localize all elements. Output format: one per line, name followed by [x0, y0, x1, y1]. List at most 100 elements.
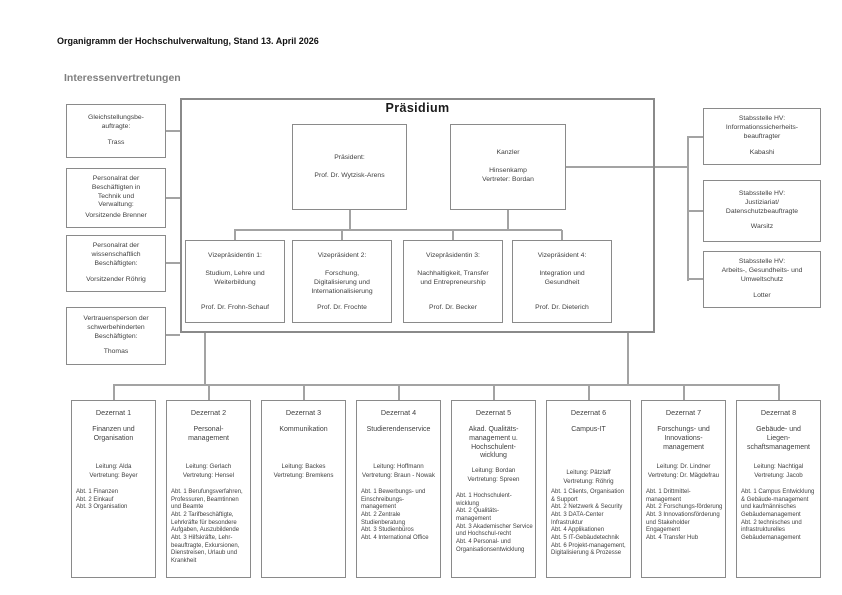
dezernat-abteilungen: Abt. 1 Drittmittel-management Abt. 2 For… — [646, 489, 723, 542]
connector-line — [688, 136, 703, 138]
connector-line — [507, 210, 509, 230]
box-vizepraesident-2: Vizepräsident 2: Forschung, Digitalisier… — [292, 240, 392, 323]
vertretung-line: Vertretung: Hensel — [182, 471, 235, 479]
bereich-label: Forschung, Digitalisierung und Internati… — [311, 269, 373, 295]
box-stabsstelle-arbeitsschutz: Stabsstelle HV: Arbeits-, Gesundheits- u… — [703, 251, 821, 308]
person-name: Vorsitzende Brenner — [85, 212, 147, 220]
box-title: Vertrauensperson der schwerbehinderten B… — [83, 314, 149, 340]
dezernat-leitung-block: Leitung: Bordan Vertretung: Spreen — [454, 467, 533, 484]
connector-line — [341, 230, 343, 240]
person-name: Kabashi — [749, 148, 775, 156]
connector-line — [588, 385, 590, 401]
role-label: Kanzler — [496, 149, 520, 157]
connector-line — [493, 385, 495, 401]
vertretung-line: Vertretung: Beyer — [89, 471, 138, 479]
leitung-line: Leitung: Dr. Lindner — [656, 463, 711, 470]
box-vertrauensperson-schwerbehinderte: Vertrauensperson der schwerbehinderten B… — [66, 307, 166, 365]
section-heading-interessenvertretungen: Interessenvertretungen — [64, 72, 181, 84]
dezernat-abteilungen: Abt. 1 Campus Entwicklung & Gebäude-mana… — [741, 489, 815, 542]
document-title: Organigramm der Hochschulverwaltung, Sta… — [57, 36, 319, 46]
box-kanzler: Kanzler Hinsenkamp Vertreter: Bordan — [450, 124, 566, 210]
person-name: Prof. Dr. Frochte — [317, 304, 367, 312]
person-name: Hinsenkamp — [489, 167, 527, 175]
box-personalrat-wissenschaftlich: Personalrat der wissenschaftlich Beschäf… — [66, 235, 166, 292]
connector-line — [627, 333, 629, 385]
bereich-label: Integration und Gesundheit — [539, 269, 585, 286]
connector-line — [687, 136, 689, 281]
box-title: Stabsstelle HV: Informationssicherheits-… — [725, 115, 799, 140]
box-dezernat-5: Dezernat 5 Akad. Qualitäts- management u… — [451, 400, 536, 578]
box-title: Stabsstelle HV: Justiziariat/ Datenschut… — [725, 189, 799, 215]
connector-line — [113, 385, 115, 401]
vertretung-line: Vertretung: Bremkens — [273, 471, 334, 479]
box-dezernat-1: Dezernat 1 Finanzen und Organisation Lei… — [71, 400, 156, 578]
connector-line — [683, 385, 685, 401]
vertretung-line: Vertretung: Spreen — [467, 475, 520, 483]
leitung-line: Leitung: Gerlach — [185, 463, 232, 470]
connector-line — [204, 333, 206, 385]
dezernat-bereich: Campus-IT — [571, 426, 606, 433]
leitung-line: Leitung: Hoffmann — [373, 463, 424, 470]
person-name: Prof. Dr. Becker — [429, 304, 477, 312]
dezernat-title: Dezernat 3 — [285, 408, 322, 417]
leitung-line: Leitung: Nachtigal — [753, 463, 804, 470]
box-dezernat-7: Dezernat 7 Forschungs- und Innovations- … — [641, 400, 726, 578]
dezernat-bereich: Kommunikation — [279, 426, 328, 433]
dezernat-leitung-block: Leitung: Nachtigal Vertretung: Jacob — [739, 463, 818, 480]
vertretung-line: Vertretung: Jacob — [754, 471, 803, 479]
person-name: Prof. Dr. Frohn-Schauf — [201, 304, 269, 312]
box-title: Personalrat der Beschäftigten in Technik… — [91, 174, 141, 209]
connector-line — [166, 197, 180, 199]
dezernat-bereich: Studierendenservice — [366, 426, 431, 433]
leitung-line: Leitung: Backes — [281, 463, 326, 470]
dezernat-abteilungen: Abt. 1 Finanzen Abt. 2 Einkauf Abt. 3 Or… — [76, 489, 128, 511]
dezernat-bereich: Akad. Qualitäts- management u. Hochschul… — [468, 426, 519, 460]
role-label: Vizepräsident 4: — [537, 252, 587, 259]
role-label: Präsident: — [334, 153, 365, 161]
box-title: Gleichstellungsbe- auftragte: — [88, 114, 144, 131]
connector-line — [208, 385, 210, 401]
dezernat-title: Dezernat 8 — [760, 408, 797, 417]
dezernat-leitung-block: Leitung: Dr. Lindner Vertretung: Dr. Mäg… — [644, 463, 723, 480]
connector-line — [166, 130, 180, 132]
dezernat-title: Dezernat 7 — [665, 408, 702, 417]
vertretung-line: Vertretung: Braun - Nowak — [362, 471, 435, 479]
dezernat-leitung-block: Leitung: Alda Vertretung: Beyer — [74, 463, 153, 480]
box-stabsstelle-justiziariat: Stabsstelle HV: Justiziariat/ Datenschut… — [703, 180, 821, 242]
connector-line — [113, 384, 780, 386]
person-name: Thomas — [103, 348, 129, 356]
connector-line — [398, 385, 400, 401]
role-label: Vizepräsidentin 3: — [426, 252, 480, 259]
box-dezernat-8: Dezernat 8 Gebäude- und Liegen- schaftsm… — [736, 400, 821, 578]
dezernat-title: Dezernat 6 — [570, 408, 607, 417]
connector-line — [234, 229, 562, 231]
box-dezernat-3: Dezernat 3 Kommunikation Leitung: Backes… — [261, 400, 346, 578]
leitung-line: Leitung: Alda — [95, 463, 132, 470]
dezernat-leitung-block: Leitung: Pätzlaff Vertretung: Röhrig — [549, 469, 628, 486]
person-name: Warsitz — [750, 223, 774, 231]
dezernat-abteilungen: Abt. 1 Berufungsverfahren, Professuren, … — [171, 489, 243, 565]
deputy-name: Vertreter: Bordan — [482, 175, 534, 183]
person-block: Hinsenkamp Vertreter: Bordan — [482, 167, 534, 185]
dezernat-bereich: Forschungs- und Innovations- management — [657, 426, 710, 451]
box-personalrat-technik-verwaltung: Personalrat der Beschäftigten in Technik… — [66, 168, 166, 228]
dezernat-title: Dezernat 2 — [190, 408, 227, 417]
box-dezernat-4: Dezernat 4 Studierendenservice Leitung: … — [356, 400, 441, 578]
person-name: Trass — [107, 138, 125, 146]
praesidium-heading: Präsidium — [385, 101, 450, 115]
connector-line — [166, 262, 180, 264]
dezernat-bereich: Finanzen und Organisation — [92, 426, 135, 442]
connector-line — [561, 230, 563, 240]
dezernat-leitung-block: Leitung: Backes Vertretung: Bremkens — [264, 463, 343, 480]
box-dezernat-6: Dezernat 6 Campus-IT Leitung: Pätzlaff V… — [546, 400, 631, 578]
dezernat-leitung-block: Leitung: Gerlach Vertretung: Hensel — [169, 463, 248, 480]
bereich-label: Studium, Lehre und Weiterbildung — [205, 269, 265, 286]
dezernat-abteilungen: Abt. 1 Hochschulent-wicklung Abt. 2 Qual… — [456, 493, 533, 553]
person-name: Prof. Dr. Dieterich — [535, 304, 589, 312]
connector-line — [303, 385, 305, 401]
box-vizepraesidentin-1: Vizepräsidentin 1: Studium, Lehre und We… — [185, 240, 285, 323]
connector-line — [566, 166, 688, 168]
vertretung-line: Vertretung: Röhrig — [563, 477, 614, 485]
connector-line — [234, 230, 236, 240]
